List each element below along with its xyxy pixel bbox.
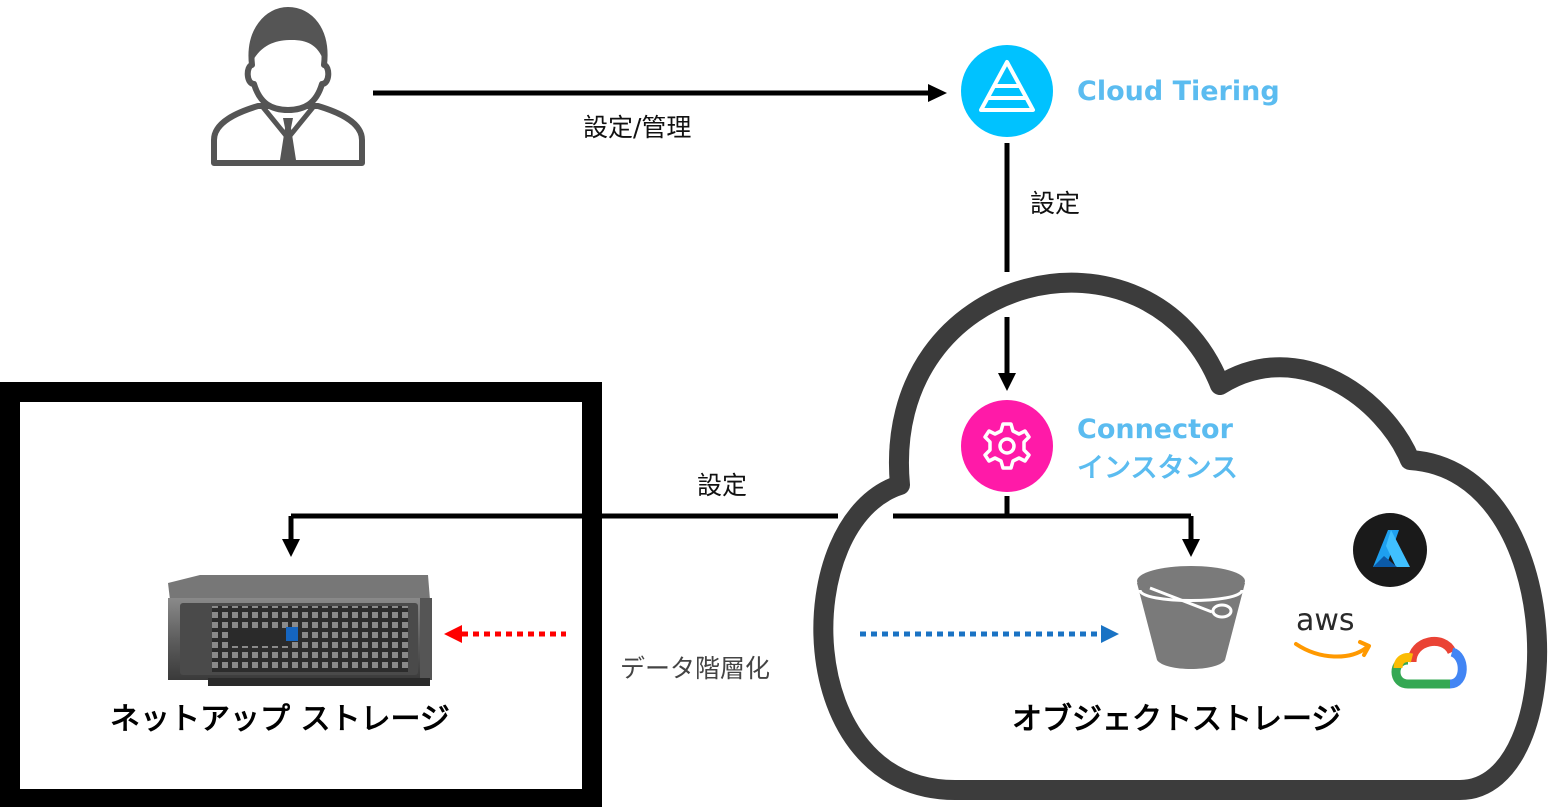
connector-node [961,400,1053,492]
object-storage-label: オブジェクトストレージ [1012,702,1342,737]
pyramid-icon [979,60,1035,112]
aws-logo-text: aws [1296,603,1355,638]
netapp-storage-label: ネットアップ ストレージ [110,702,450,737]
bucket-icon [1137,566,1245,669]
config-label-top: 設定 [1030,189,1081,218]
gear-icon [983,422,1031,470]
config-arrow-down [998,143,1016,391]
manage-arrow [373,84,947,102]
connector-label: Connector [1077,414,1233,445]
cloud-tiering-label: Cloud Tiering [1077,76,1280,107]
cloud-tiering-node [961,45,1053,137]
connector-instance-label: インスタンス [1077,453,1238,484]
google-cloud-logo [1391,637,1467,689]
aws-logo [1294,640,1371,659]
netapp-storage-frame [0,382,602,807]
tiering-label: データ階層化 [620,654,771,683]
user-icon [211,7,365,166]
config-label-left: 設定 [697,471,748,500]
manage-label: 設定/管理 [583,113,692,142]
connector-config-arrows [282,496,1200,557]
netapp-server-image [168,575,432,686]
azure-logo [1353,513,1427,587]
tiering-arrow [444,625,1119,643]
